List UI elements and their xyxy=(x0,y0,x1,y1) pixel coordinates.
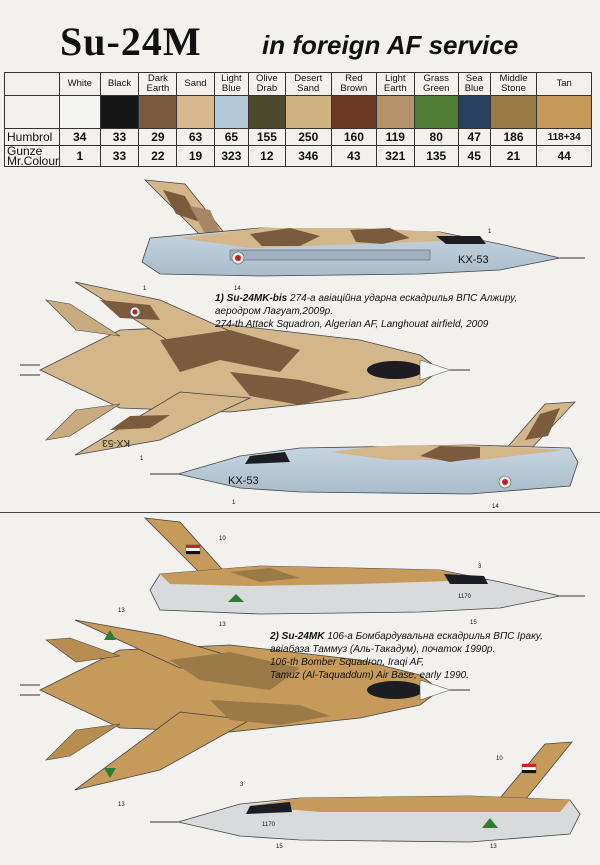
color-swatch xyxy=(213,95,250,129)
color-swatch xyxy=(330,95,377,129)
gunze-value: 19 xyxy=(176,145,215,167)
gunze-value: 323 xyxy=(213,145,250,167)
color-swatch-row xyxy=(3,95,592,129)
callout: 13 xyxy=(118,802,125,808)
color-name-cell: Sand xyxy=(176,72,215,96)
gunze-value: 44 xyxy=(536,145,592,167)
humbrol-value: 119 xyxy=(375,128,415,146)
aircraft2-caption-ua-2: авіабаза Таммуз (Аль-Такадум), початок 1… xyxy=(270,644,496,655)
callout: 13 xyxy=(219,622,226,628)
aircraft2-side-serial-right: 1170 xyxy=(262,822,276,828)
humbrol-label: Humbrol xyxy=(3,128,61,146)
callout: 13 xyxy=(490,844,497,850)
gunze-value: 21 xyxy=(489,145,538,167)
gunze-value: 12 xyxy=(248,145,286,167)
callout: 1 xyxy=(143,286,147,292)
humbrol-value: 160 xyxy=(330,128,377,146)
aircraft1-top-code: KX-53 xyxy=(102,437,130,448)
callout: 13 xyxy=(118,608,125,614)
callout: 10 xyxy=(496,756,503,762)
aircraft2-caption-en-2: Tamuz (Al-Taquaddum) Air Base, early 199… xyxy=(270,670,469,681)
humbrol-value: 63 xyxy=(176,128,215,146)
gunze-value: 321 xyxy=(375,145,415,167)
callout: 14 xyxy=(492,504,499,510)
gunze-value: 43 xyxy=(330,145,377,167)
aircraft2-caption-en-1: 106-th Bomber Squadron, Iraqi AF, xyxy=(270,657,424,668)
color-swatch xyxy=(248,95,286,129)
humbrol-value: 29 xyxy=(138,128,178,146)
color-swatch xyxy=(176,95,215,129)
color-swatch xyxy=(99,95,140,129)
aircraft2-top-view xyxy=(20,619,470,791)
aircraft2-caption: 2) Su-24MK 106-а Бомбардувальна ескадрил… xyxy=(270,630,595,682)
aircraft1-side-code-right: KX-53 xyxy=(228,475,259,487)
color-swatch xyxy=(59,95,101,129)
aircraft1-caption-ua-2: аеродром Лагуат,2009р. xyxy=(215,306,334,317)
color-swatch xyxy=(489,95,538,129)
page-subtitle: in foreign AF service xyxy=(262,30,519,60)
callout: 1 xyxy=(488,229,492,235)
aircraft1-caption-title: 1) Su-24MK-bis xyxy=(215,293,288,304)
aircraft1-caption-ua-1: 274-а авіаційна ударна ескадрилья ВПС Ал… xyxy=(290,293,518,304)
callout: 1 xyxy=(232,500,236,506)
callout: 15 xyxy=(276,844,283,850)
callout: 1 xyxy=(140,456,144,462)
gunze-value: 346 xyxy=(284,145,332,167)
color-swatch xyxy=(138,95,178,129)
aircraft1-side-code: KX-53 xyxy=(458,254,489,266)
callout: 3 xyxy=(478,564,482,570)
aircraft1-side-view-left: KX-53 xyxy=(141,179,585,277)
aircraft1-top-view: KX-53 xyxy=(20,281,470,456)
aircraft2-side-view-left: 1170 xyxy=(143,517,585,615)
color-swatch xyxy=(536,95,592,129)
aircraft2-caption-title: 2) Su-24MK xyxy=(270,631,325,642)
gunze-value: 135 xyxy=(413,145,459,167)
color-swatch xyxy=(284,95,332,129)
aircraft1-caption-en: 274-th Attack Squadron, Algerian AF, Lan… xyxy=(215,319,489,330)
aircraft2-caption-ua-1: 106-а Бомбардувальна ескадрилья ВПС Ірак… xyxy=(327,631,543,642)
swatch-label-cell xyxy=(3,95,61,129)
color-swatch xyxy=(457,95,491,129)
callout: 15 xyxy=(470,620,477,626)
aircraft2-side-view-right: 1170 xyxy=(150,741,581,843)
page-title: Su-24M xyxy=(60,19,202,64)
callout: 14 xyxy=(234,286,241,292)
aircraft1-caption: 1) Su-24MK-bis 274-а авіаційна ударна ес… xyxy=(215,292,595,331)
humbrol-value: 186 xyxy=(489,128,538,146)
aircraft1-side-view-right: KX-53 xyxy=(150,401,579,495)
aircraft2-side-serial: 1170 xyxy=(458,594,472,600)
callout: 3 xyxy=(240,782,244,788)
corner-cell xyxy=(3,72,61,96)
callout: 10 xyxy=(219,536,226,542)
color-name-cell: Black xyxy=(99,72,140,96)
gunze-value: 22 xyxy=(138,145,178,167)
section-divider xyxy=(0,512,600,513)
